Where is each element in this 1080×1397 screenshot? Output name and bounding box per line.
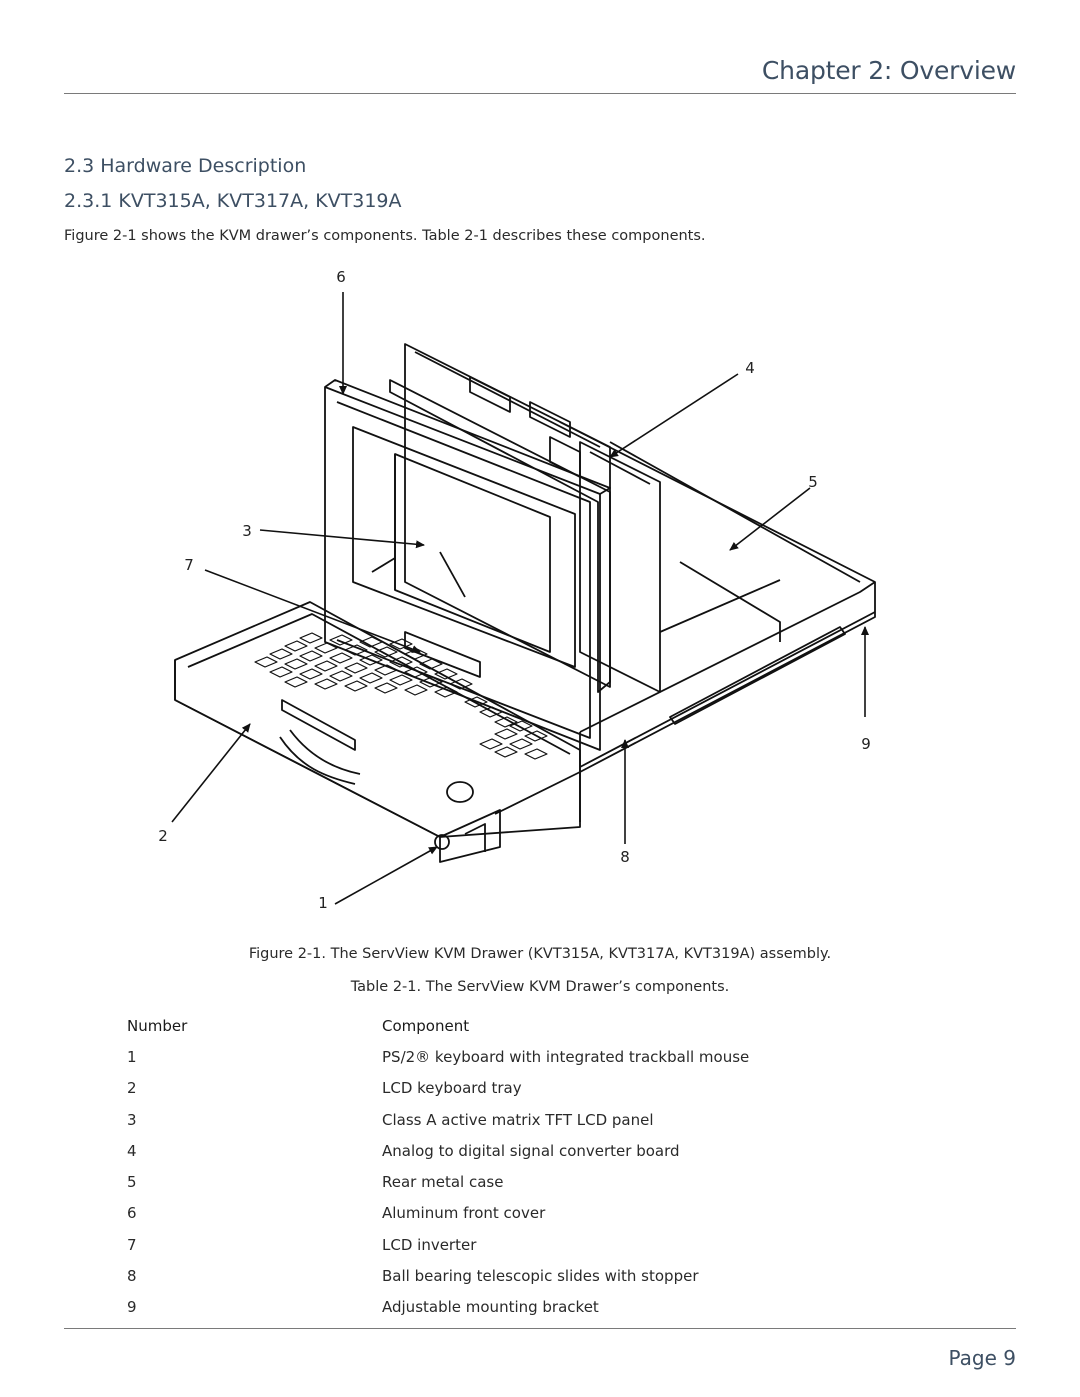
row-number: 9: [127, 1298, 137, 1317]
section-heading: 2.3 Hardware Description: [64, 155, 307, 177]
row-component: Analog to digital signal converter board: [382, 1141, 680, 1160]
row-component: Class A active matrix TFT LCD panel: [382, 1110, 654, 1129]
table-caption: Table 2-1. The ServView KVM Drawer’s com…: [350, 979, 730, 995]
component-column-header: Component: [382, 1016, 470, 1035]
kvm-drawer-illustration: 6 4 5 3 7 9 2 8 1: [158, 268, 876, 912]
page-number: Page 9: [948, 1346, 1017, 1370]
row-number: 1: [127, 1047, 137, 1066]
row-number: 2: [127, 1079, 137, 1098]
row-component: PS/2® keyboard with integrated trackball…: [382, 1047, 750, 1066]
row-number: 4: [127, 1141, 137, 1160]
table-header-row: Number Component: [127, 1010, 902, 1041]
row-component: LCD inverter: [382, 1235, 477, 1254]
table-row: 4 Analog to digital signal converter boa…: [127, 1135, 902, 1166]
callout-5: 5: [808, 473, 818, 491]
callout-3: 3: [242, 522, 252, 540]
callout-6: 6: [336, 268, 346, 286]
table-row: 8 Ball bearing telescopic slides with st…: [127, 1260, 902, 1291]
components-table: Number Component 1 PS/2® keyboard with i…: [127, 1010, 902, 1323]
row-component: Ball bearing telescopic slides with stop…: [382, 1267, 699, 1286]
callout-9: 9: [861, 735, 871, 753]
row-number: 6: [127, 1204, 137, 1223]
footer-divider: [64, 1328, 1016, 1329]
number-column-header: Number: [127, 1016, 188, 1035]
row-component: Aluminum front cover: [382, 1204, 546, 1223]
kvm-drawer-figure: 6 4 5 3 7 9 2 8 1: [140, 262, 900, 922]
table-row: 9 Adjustable mounting bracket: [127, 1292, 902, 1323]
intro-paragraph: Figure 2-1 shows the KVM drawer’s compon…: [64, 228, 706, 244]
table-row: 5 Rear metal case: [127, 1166, 902, 1197]
header-divider: [64, 93, 1016, 94]
row-component: LCD keyboard tray: [382, 1079, 522, 1098]
row-number: 8: [127, 1267, 137, 1286]
chapter-title: Chapter 2: Overview: [761, 56, 1016, 85]
row-component: Rear metal case: [382, 1173, 504, 1192]
table-row: 2 LCD keyboard tray: [127, 1073, 902, 1104]
callout-2: 2: [158, 827, 168, 845]
table-row: 1 PS/2® keyboard with integrated trackba…: [127, 1041, 902, 1072]
figure-caption: Figure 2-1. The ServView KVM Drawer (KVT…: [248, 946, 832, 962]
callout-4: 4: [745, 359, 755, 377]
subsection-heading: 2.3.1 KVT315A, KVT317A, KVT319A: [64, 190, 402, 212]
row-component: Adjustable mounting bracket: [382, 1298, 599, 1317]
callout-1: 1: [318, 894, 328, 912]
table-row: 6 Aluminum front cover: [127, 1198, 902, 1229]
table-row: 7 LCD inverter: [127, 1229, 902, 1260]
row-number: 3: [127, 1110, 137, 1129]
callout-8: 8: [620, 848, 630, 866]
row-number: 7: [127, 1235, 137, 1254]
table-row: 3 Class A active matrix TFT LCD panel: [127, 1104, 902, 1135]
row-number: 5: [127, 1173, 137, 1192]
callout-7: 7: [184, 556, 194, 574]
